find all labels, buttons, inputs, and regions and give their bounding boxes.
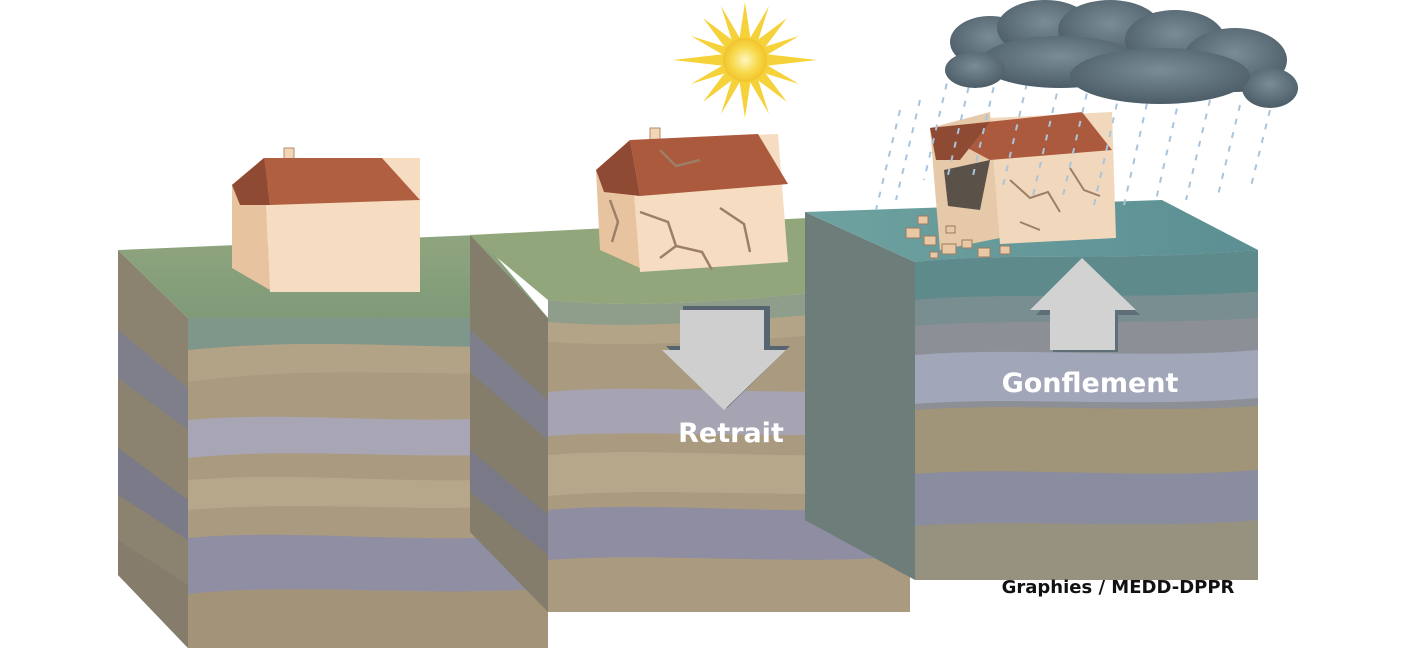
sun-icon <box>673 2 817 118</box>
house-icon <box>232 147 420 292</box>
cracked-house-icon <box>596 127 788 272</box>
collapsed-house-icon <box>905 112 1116 259</box>
arrow-up-icon <box>1030 258 1140 352</box>
house3-cracks <box>1009 167 1101 231</box>
rain-icon <box>875 59 1271 211</box>
house3-rubble <box>905 215 1011 259</box>
block1-front-strata <box>188 318 548 648</box>
soil-block-stable <box>118 235 548 648</box>
label-gonflement: Gonflement <box>1002 368 1179 399</box>
block1-side-strata <box>118 330 188 648</box>
label-retrait: Retrait <box>678 418 784 449</box>
block3-front-strata <box>915 250 1258 580</box>
house2-cracks <box>608 149 752 271</box>
credit-text: Graphies / MEDD-DPPR <box>1002 577 1235 598</box>
arrow-down-icon <box>662 306 790 410</box>
block2-side-strata <box>470 330 548 555</box>
block3-side-face <box>805 212 915 580</box>
rain-cloud-icon <box>945 0 1298 108</box>
